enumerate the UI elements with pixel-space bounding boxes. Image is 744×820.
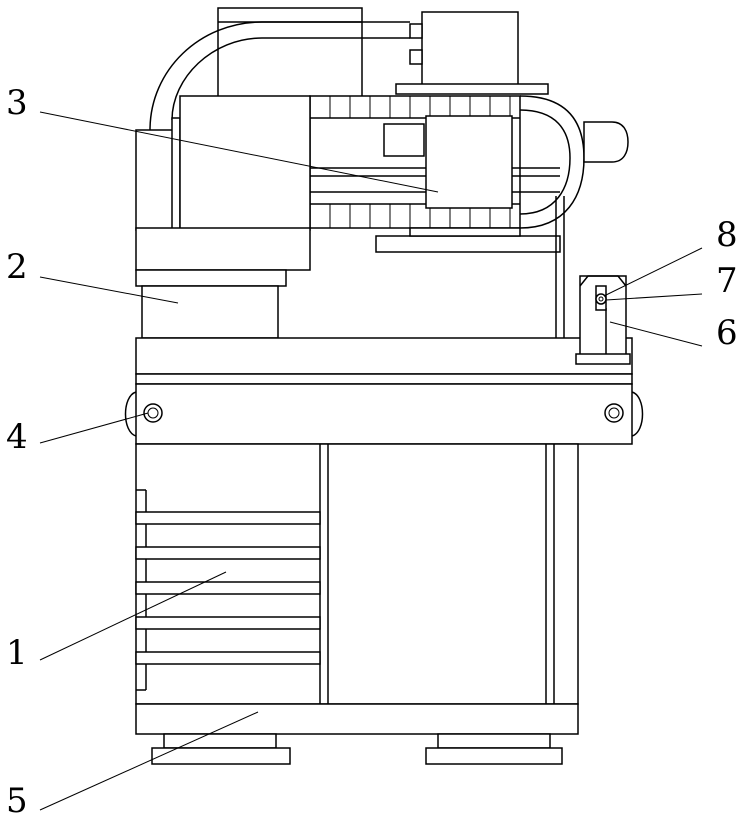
- vertical-rods: [556, 196, 564, 338]
- left-foot: [152, 734, 290, 764]
- upper-plate: [376, 228, 560, 252]
- callout-label-8: 8: [716, 215, 738, 255]
- work-table: [136, 338, 632, 374]
- lower-cabinet: [136, 444, 578, 704]
- callout-label-7: 7: [716, 261, 738, 301]
- left-column-upper: [136, 96, 310, 230]
- right-motor-box: [410, 12, 518, 86]
- center-slider-block: [426, 116, 512, 208]
- callout-label-2: 2: [6, 247, 28, 287]
- callout-label-5: 5: [6, 781, 28, 820]
- curved-guide-loop: [520, 96, 628, 228]
- callout-label-1: 1: [6, 633, 28, 673]
- left-column-base: [136, 228, 310, 286]
- right-foot: [426, 734, 562, 764]
- spindle-housing: [142, 286, 278, 338]
- callout-label-4: 4: [6, 417, 28, 457]
- callout-label-6: 6: [716, 313, 738, 353]
- cross-rail: [136, 374, 632, 444]
- base-plate: [136, 704, 578, 734]
- callout-label-3: 3: [6, 83, 28, 123]
